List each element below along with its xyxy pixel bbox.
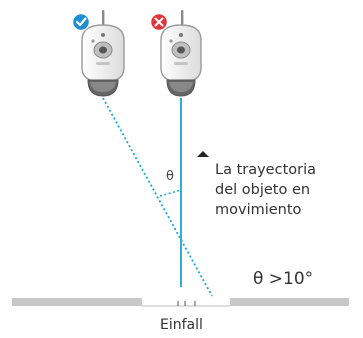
path-label-line-1: La trayectoria <box>215 160 316 180</box>
direction-arrow <box>197 151 209 157</box>
object-path-label: La trayectoria del objeto en movimiento <box>215 160 316 220</box>
path-label-line-2: del objeto en <box>215 180 316 200</box>
camera-coverage-line <box>103 98 212 296</box>
cross-icon <box>151 14 168 31</box>
check-icon <box>73 14 90 31</box>
theta-mark: θ <box>166 169 174 184</box>
angle-arc-line <box>160 190 181 196</box>
floor-label: Einfall <box>160 317 203 333</box>
path-label-line-3: movimiento <box>215 200 316 220</box>
angle-condition-label: θ >10° <box>253 269 313 289</box>
